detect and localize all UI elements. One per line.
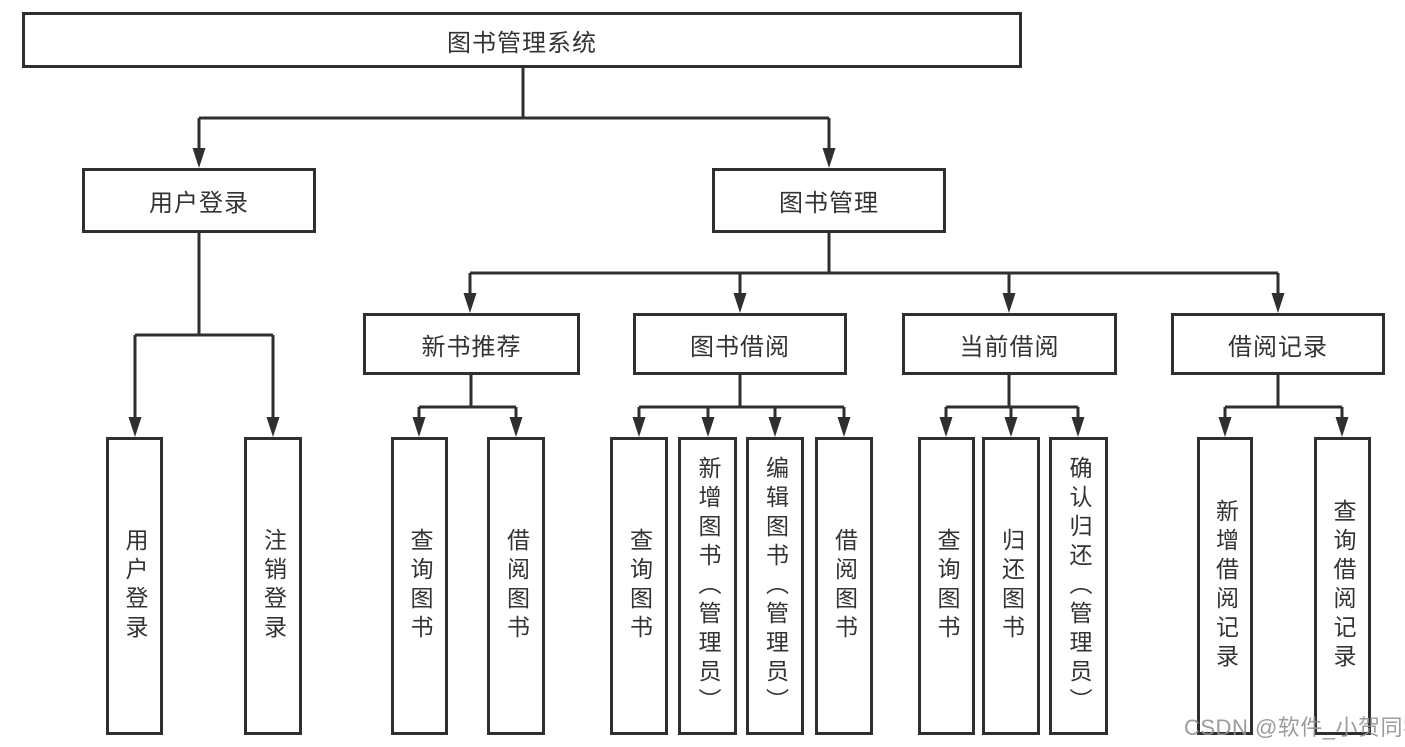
leaf-query-book-recommend: 查询图书 (391, 437, 448, 735)
leaf-query-book-borrowing: 查询图书 (610, 437, 668, 735)
leaf-add-book-admin-label: 新增图书（管理员） (695, 455, 721, 717)
node-new-book-recommend-label: 新书推荐 (421, 333, 522, 361)
leaf-add-borrow-record-label: 新增借阅记录 (1212, 499, 1239, 673)
csdn-watermark: CSDN @软件_小贺同学 (1184, 715, 1405, 740)
leaf-return-book: 归还图书 (982, 437, 1040, 735)
node-user-login-label: 用户登录 (149, 190, 249, 217)
root-node-library-system: 图书管理系统 (22, 12, 1022, 68)
leaf-query-borrow-record: 查询借阅记录 (1314, 437, 1371, 735)
leaf-return-book-label: 归还图书 (998, 528, 1025, 644)
leaf-query-book-current-label: 查询图书 (934, 528, 960, 644)
node-book-borrowing: 图书借阅 (633, 313, 847, 375)
leaf-query-book-borrowing-label: 查询图书 (626, 528, 653, 644)
leaf-add-borrow-record: 新增借阅记录 (1197, 437, 1253, 735)
root-node-label: 图书管理系统 (447, 29, 597, 57)
leaf-query-book-current: 查询图书 (918, 437, 975, 735)
leaf-user-login-label: 用户登录 (122, 528, 148, 644)
node-user-login: 用户登录 (82, 168, 316, 233)
node-new-book-recommend: 新书推荐 (363, 313, 580, 375)
leaf-borrow-book-recommend: 借阅图书 (487, 437, 545, 735)
leaf-add-book-admin: 新增图书（管理员） (678, 437, 737, 735)
leaf-logout: 注销登录 (244, 437, 302, 735)
leaf-confirm-return-admin-label: 确认归还（管理员） (1066, 455, 1092, 717)
leaf-borrow-book-recommend-label: 借阅图书 (503, 528, 530, 644)
node-borrowing-records: 借阅记录 (1171, 313, 1385, 375)
leaf-logout-label: 注销登录 (260, 528, 287, 644)
leaf-borrow-book-label: 借阅图书 (831, 528, 858, 644)
leaf-query-borrow-record-label: 查询借阅记录 (1330, 499, 1356, 673)
leaf-confirm-return-admin: 确认归还（管理员） (1049, 437, 1108, 735)
node-book-management-label: 图书管理 (779, 190, 879, 217)
node-current-borrowing-label: 当前借阅 (959, 333, 1060, 361)
node-current-borrowing: 当前借阅 (902, 313, 1117, 375)
leaf-user-login: 用户登录 (106, 437, 163, 735)
leaf-query-book-recommend-label: 查询图书 (407, 528, 433, 644)
node-book-borrowing-label: 图书借阅 (690, 333, 790, 361)
node-book-management: 图书管理 (712, 168, 946, 233)
leaf-edit-book-admin-label: 编辑图书（管理员） (762, 455, 789, 717)
node-borrowing-records-label: 借阅记录 (1228, 333, 1328, 361)
leaf-edit-book-admin: 编辑图书（管理员） (746, 437, 804, 735)
leaf-borrow-book: 借阅图书 (815, 437, 873, 735)
